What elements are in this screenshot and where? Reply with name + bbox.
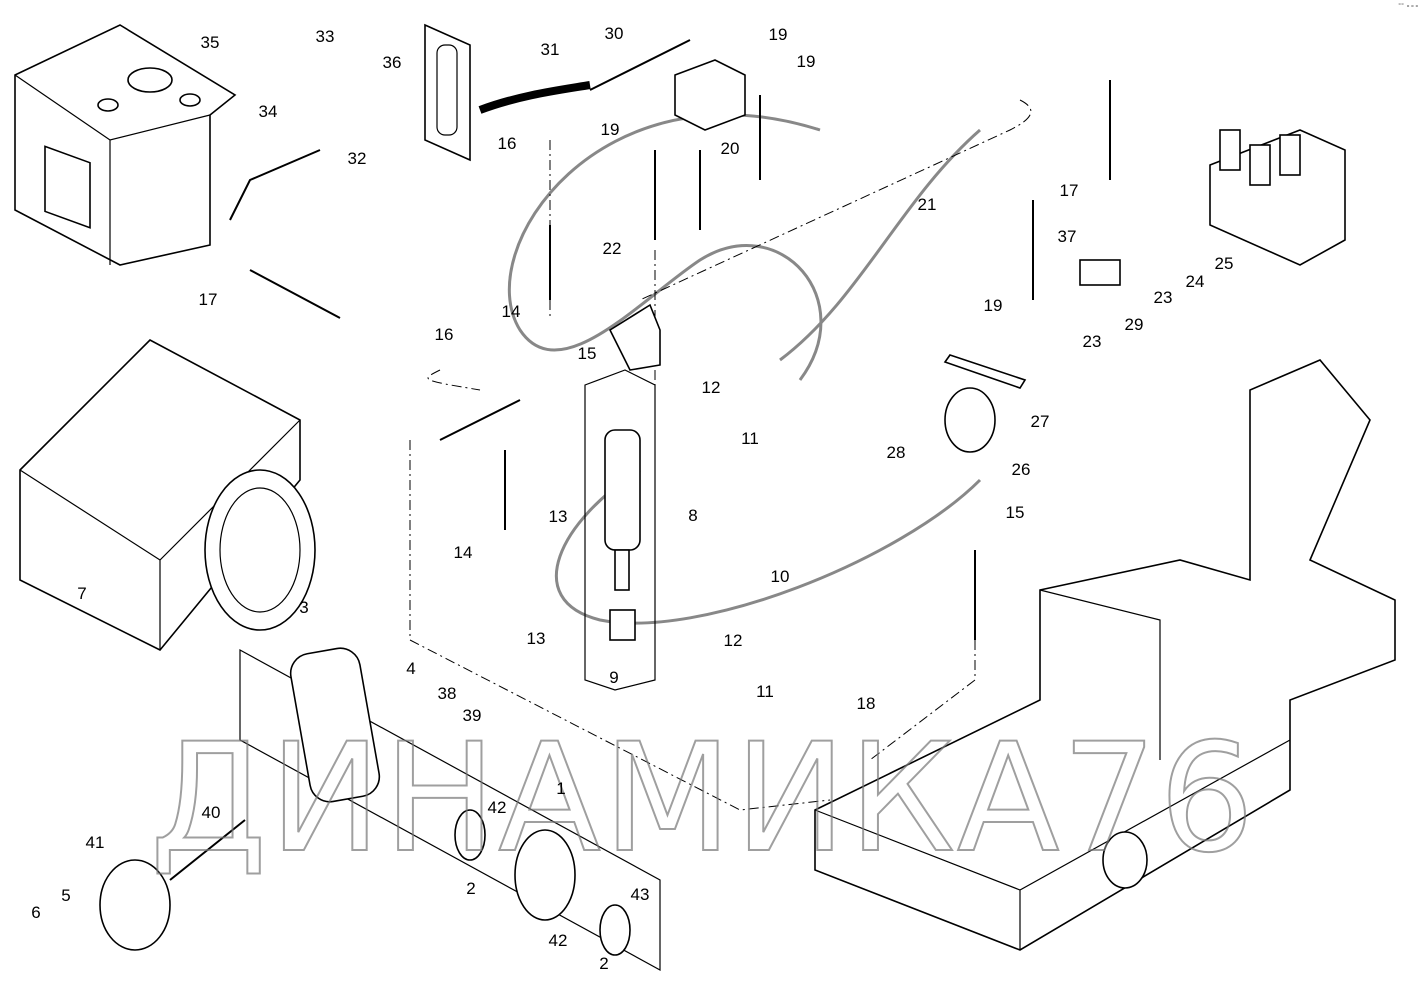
callout-21: 21 [918, 195, 937, 214]
callout-16: 16 [498, 134, 517, 153]
callout-40: 40 [202, 803, 221, 822]
callout-25: 25 [1215, 254, 1234, 273]
callout-41: 41 [86, 833, 105, 852]
callout-15: 15 [1006, 503, 1025, 522]
callout-14: 14 [454, 543, 473, 562]
callout-4: 4 [406, 659, 415, 678]
callout-43: 43 [631, 885, 650, 904]
hydraulic-cylinder [584, 303, 661, 691]
callout-34: 34 [259, 102, 278, 121]
valve-manifold [1079, 129, 1346, 286]
callout-12: 12 [702, 378, 721, 397]
callout-19: 19 [797, 52, 816, 71]
callout-12: 12 [724, 631, 743, 650]
hoses [169, 39, 1111, 881]
callout-42: 42 [488, 798, 507, 817]
callout-11: 11 [741, 429, 759, 448]
callout-23: 23 [1154, 288, 1173, 307]
callout-31: 31 [541, 40, 560, 59]
callout-23: 23 [1083, 332, 1102, 351]
callout-1: 1 [556, 779, 565, 798]
callout-15: 15 [578, 344, 597, 363]
callout-29: 29 [1125, 315, 1144, 334]
callout-35: 35 [201, 33, 220, 52]
callout-6: 6 [31, 903, 40, 922]
callout-5: 5 [61, 886, 70, 905]
callout-19: 19 [984, 296, 1003, 315]
callout-11: 11 [756, 682, 774, 701]
callout-19: 19 [601, 120, 620, 139]
callout-30: 30 [605, 24, 624, 43]
callout-17: 17 [199, 290, 218, 309]
callout-17: 17 [1060, 181, 1079, 200]
callout-28: 28 [887, 443, 906, 462]
callout-20: 20 [721, 139, 740, 158]
callout-24: 24 [1186, 272, 1205, 291]
callout-8: 8 [688, 506, 697, 525]
callout-38: 38 [438, 684, 457, 703]
corner-mark: °° ∘∘∘ [1398, 3, 1419, 10]
accumulator [943, 354, 1027, 453]
routing-lines [409, 99, 1032, 811]
callout-7: 7 [77, 584, 86, 603]
callout-2: 2 [599, 954, 608, 973]
callout-37: 37 [1058, 227, 1077, 246]
callout-32: 32 [348, 149, 367, 168]
callout-14: 14 [502, 302, 521, 321]
drum-frame [19, 339, 316, 652]
callout-16: 16 [435, 325, 454, 344]
callout-26: 26 [1012, 460, 1031, 479]
watermark-text: ДИНАМИКА76 [150, 712, 1256, 886]
valve-block [674, 59, 746, 131]
callout-22: 22 [603, 239, 622, 258]
callout-27: 27 [1031, 412, 1050, 431]
axle-assembly [99, 647, 661, 972]
hydraulic-tank [14, 24, 237, 266]
callout-3: 3 [299, 598, 308, 617]
callout-36: 36 [383, 53, 402, 72]
callout-42: 42 [549, 931, 568, 950]
watermark-logo [508, 113, 982, 625]
callout-9: 9 [609, 668, 618, 687]
callout-33: 33 [316, 27, 335, 46]
callout-19: 19 [769, 25, 788, 44]
callout-13: 13 [527, 629, 546, 648]
callout-18: 18 [857, 694, 876, 713]
callout-10: 10 [771, 567, 790, 586]
callout-2: 2 [466, 879, 475, 898]
chassis-frame [814, 359, 1396, 951]
filter-bracket [424, 23, 471, 162]
callout-13: 13 [549, 507, 568, 526]
callout-39: 39 [463, 706, 482, 725]
